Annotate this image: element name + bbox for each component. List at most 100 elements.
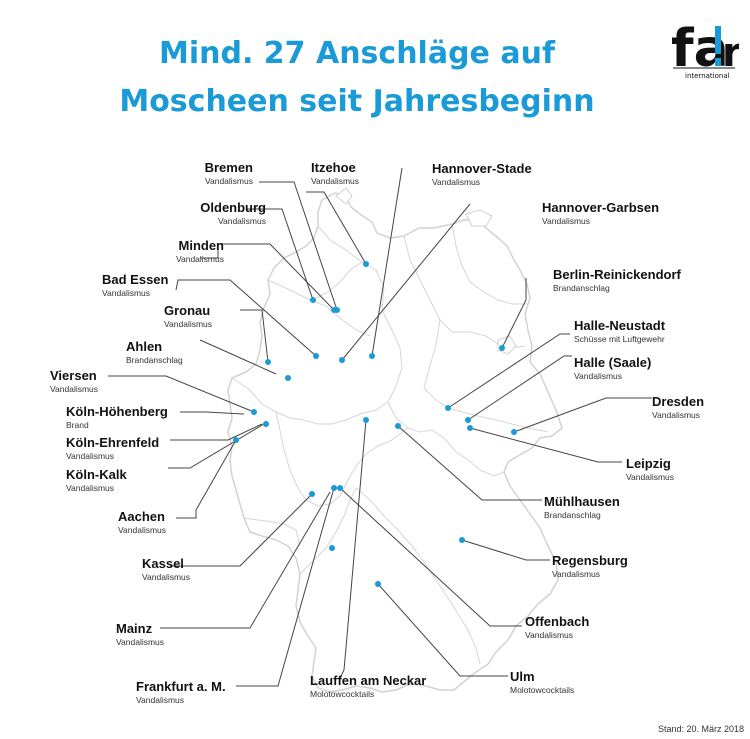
label-leipzig: Leipzig Vandalismus — [626, 456, 674, 483]
incident-type: Brandanschlag — [126, 355, 183, 365]
marker-viersen — [251, 409, 257, 415]
marker-hannover-stade — [369, 353, 375, 359]
city-name: Kassel — [142, 556, 184, 571]
germany-outline — [227, 192, 563, 693]
incident-type: Vandalismus — [102, 288, 151, 298]
label-ahlen: Ahlen Brandanschlag — [126, 339, 183, 366]
title-line-2: Moscheen seit Jahresbeginn — [119, 84, 595, 119]
label-frankfurt: Frankfurt a. M. Vandalismus — [136, 679, 226, 706]
city-name: Mainz — [116, 621, 153, 636]
incident-type: Vandalismus — [311, 176, 360, 186]
city-name: Lauffen am Neckar — [310, 673, 427, 688]
marker-halle — [465, 417, 471, 423]
marker-mainz — [309, 491, 315, 497]
marker-ulm — [375, 581, 381, 587]
title-line-1: Mind. 27 Anschläge auf — [158, 36, 556, 71]
incident-type: Vandalismus — [142, 572, 191, 582]
incident-type: Brandanschlag — [544, 510, 601, 520]
label-regensburg: Regensburg Vandalismus — [552, 553, 628, 580]
incident-type: Molotowcocktails — [510, 685, 575, 695]
marker-offenbach — [337, 485, 343, 491]
city-name: Köln-Höhenberg — [66, 404, 168, 419]
label-koeln-hoehenberg: Köln-Höhenberg Brand — [66, 404, 168, 431]
city-name: Minden — [178, 238, 225, 253]
label-bad-essen: Bad Essen Vandalismus — [102, 272, 168, 299]
label-ulm: Ulm Molotowcocktails — [510, 669, 574, 696]
incident-type: Vandalismus — [432, 177, 481, 187]
city-name: Offenbach — [525, 614, 590, 629]
marker-koeln-ehrenfeld — [233, 437, 239, 443]
label-oldenburg: Oldenburg Vandalismus — [200, 200, 266, 227]
city-name: Bremen — [204, 160, 253, 175]
marker-muehlhausen — [395, 423, 401, 429]
incident-type: Vandalismus — [574, 371, 623, 381]
incident-type: Molotowcocktails — [310, 689, 375, 699]
incident-type: Vandalismus — [116, 637, 165, 647]
marker-berlin — [499, 345, 505, 351]
label-muehlhausen: Mühlhausen Brandanschlag — [544, 494, 620, 521]
label-gronau: Gronau Vandalismus — [164, 303, 212, 330]
city-name: Gronau — [164, 303, 211, 318]
svg-text:r: r — [722, 30, 739, 76]
marker-frankfurt — [331, 485, 337, 491]
incident-type: Brand — [66, 420, 89, 430]
city-name: Leipzig — [626, 456, 671, 471]
svg-text:international: international — [685, 72, 730, 80]
label-mainz: Mainz Vandalismus — [116, 621, 164, 648]
incident-type: Vandalismus — [652, 410, 701, 420]
marker-dresden — [511, 429, 517, 435]
city-name: Mühlhausen — [544, 494, 620, 509]
incident-type: Vandalismus — [525, 630, 574, 640]
city-name: Ulm — [510, 669, 535, 684]
label-koeln-ehrenfeld: Köln-Ehrenfeld Vandalismus — [66, 435, 159, 462]
incident-type: Vandalismus — [217, 216, 266, 226]
label-koeln-kalk: Köln-Kalk Vandalismus — [66, 467, 127, 494]
city-name: Ahlen — [126, 339, 163, 354]
incident-markers — [233, 261, 517, 587]
label-halle-saale: Halle (Saale) Vandalismus — [574, 355, 651, 382]
marker-bad-essen — [313, 353, 319, 359]
city-name: Halle (Saale) — [574, 355, 652, 370]
incident-type: Vandalismus — [136, 695, 185, 705]
label-dresden: Dresden Vandalismus — [652, 394, 704, 421]
marker-itzehoe — [363, 261, 369, 267]
leader-lines — [108, 167, 652, 687]
label-viersen: Viersen Vandalismus — [50, 368, 98, 395]
fair-logo: fa r international — [671, 19, 739, 80]
marker-gronau — [265, 359, 271, 365]
incident-type: Brandanschlag — [553, 283, 610, 293]
incident-type: Vandalismus — [204, 176, 253, 186]
marker-ahlen — [285, 375, 291, 381]
incident-type: Vandalismus — [164, 319, 213, 329]
incident-type: Vandalismus — [175, 254, 224, 264]
marker-halle-neustadt — [445, 405, 451, 411]
incident-type: Vandalismus — [66, 483, 115, 493]
marker-leipzig — [467, 425, 473, 431]
marker-regensburg — [459, 537, 465, 543]
label-lauffen: Lauffen am Neckar Molotowcocktails — [310, 673, 426, 700]
label-itzehoe: Itzehoe Vandalismus — [311, 160, 359, 187]
label-berlin-reinickendorf: Berlin-Reinickendorf Brandanschlag — [553, 267, 681, 294]
city-name: Regensburg — [552, 553, 628, 568]
city-name: Bad Essen — [102, 272, 169, 287]
date-stamp: Stand: 20. März 2018 — [657, 724, 744, 734]
city-name: Köln-Ehrenfeld — [66, 435, 160, 450]
city-name: Berlin-Reinickendorf — [553, 267, 681, 282]
city-name: Frankfurt a. M. — [136, 679, 226, 694]
label-kassel: Kassel Vandalismus — [142, 556, 190, 583]
marker-hannover-garbsen — [339, 357, 345, 363]
city-name: Hannover-Stade — [432, 161, 532, 176]
city-name: Halle-Neustadt — [574, 318, 666, 333]
incident-type: Vandalismus — [66, 451, 115, 461]
marker-lauffen — [329, 545, 335, 551]
marker-kassel — [363, 417, 369, 423]
city-name: Itzehoe — [311, 160, 356, 175]
city-name: Aachen — [118, 509, 165, 524]
label-bremen: Bremen Vandalismus — [205, 160, 253, 187]
label-offenbach: Offenbach Vandalismus — [525, 614, 589, 641]
marker-koeln-hoehenberg — [263, 421, 269, 427]
city-name: Hannover-Garbsen — [542, 200, 660, 215]
city-name: Viersen — [50, 368, 97, 383]
city-name: Köln-Kalk — [66, 467, 127, 482]
